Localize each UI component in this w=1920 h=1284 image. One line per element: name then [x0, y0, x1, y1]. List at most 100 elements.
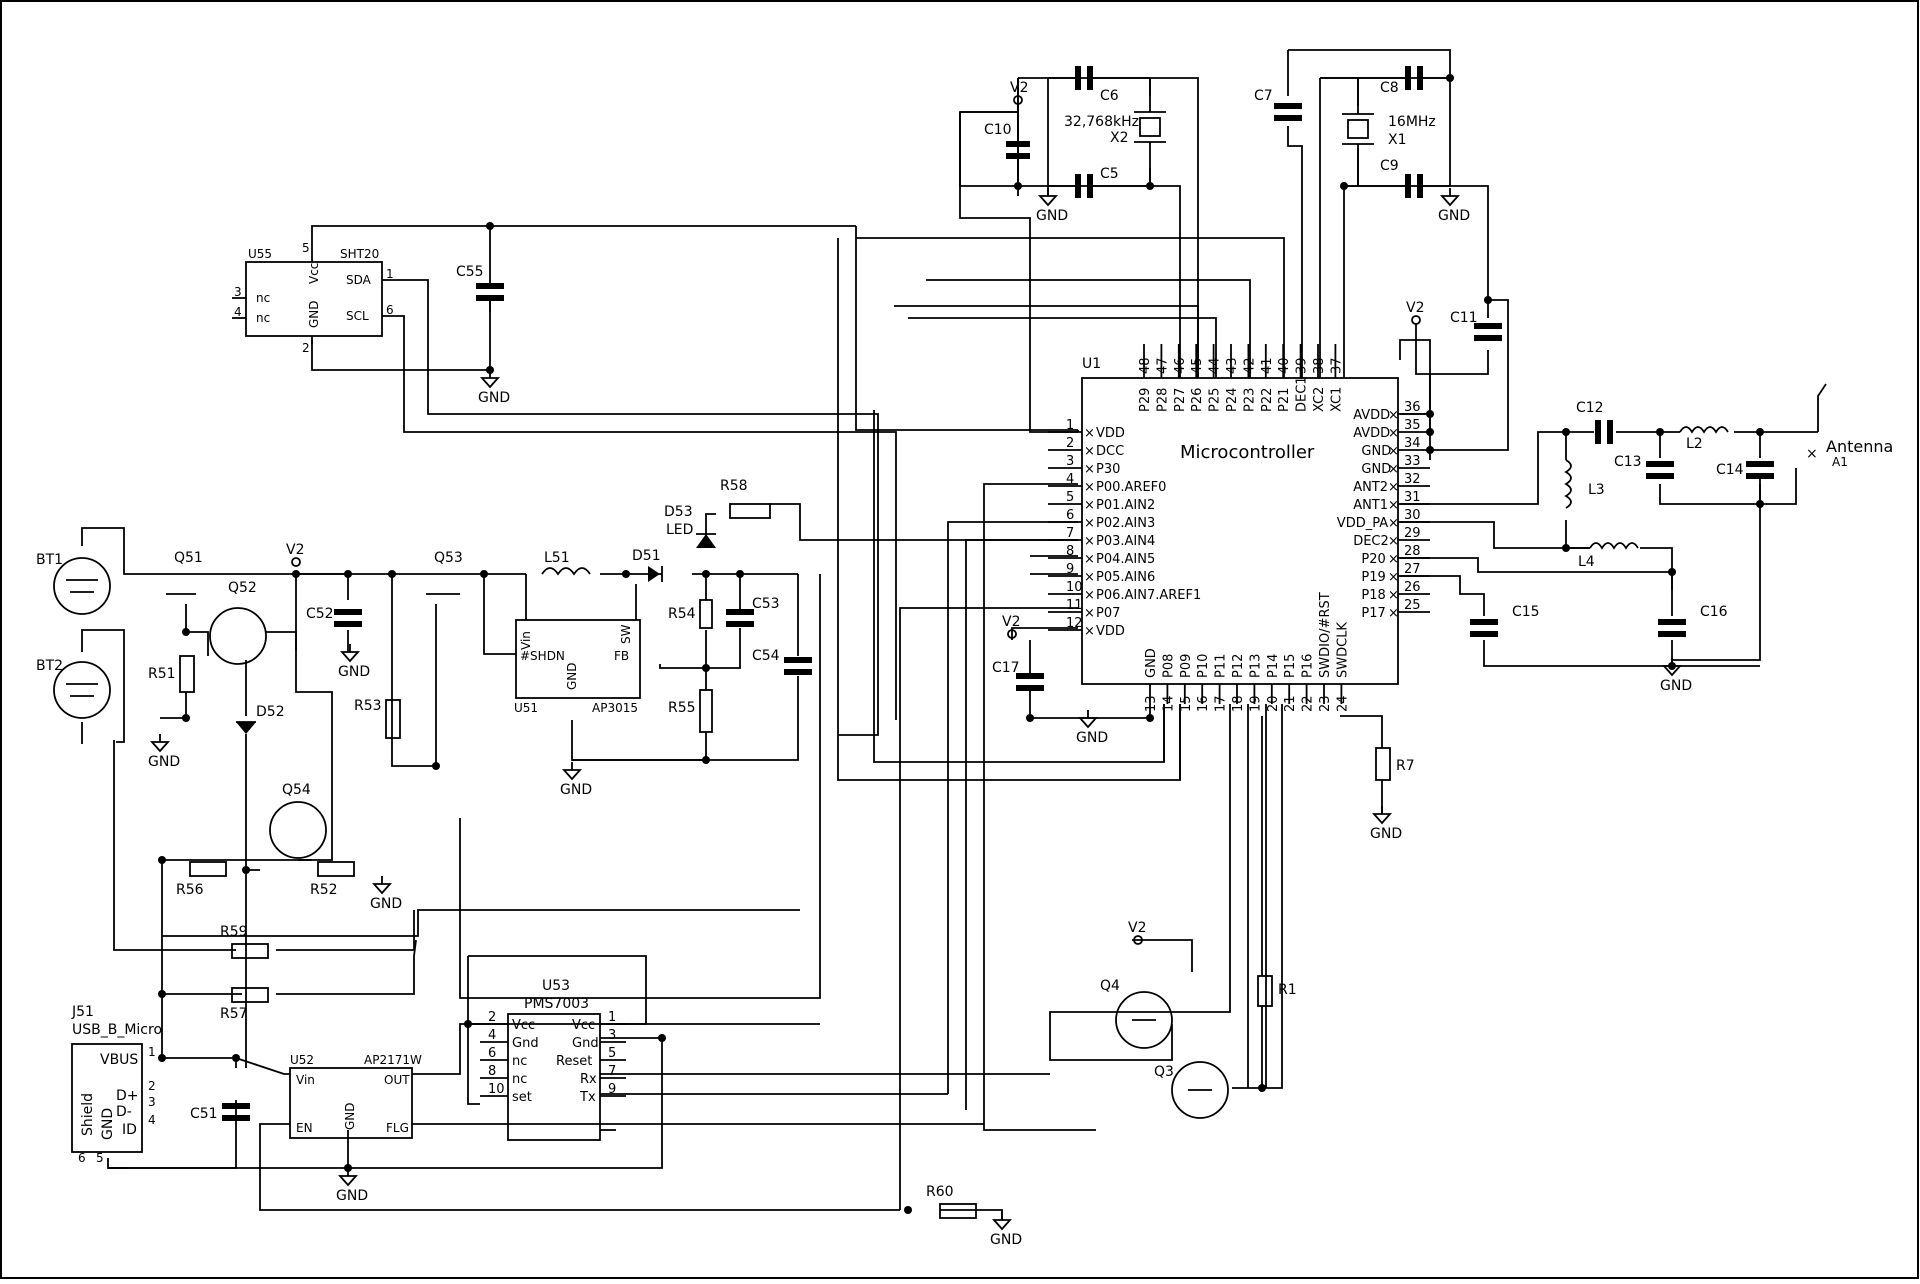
d51-label: D51: [632, 548, 661, 564]
u53-pin-number: 9: [608, 1082, 616, 1097]
mcu-pin-marker: ×: [1084, 534, 1095, 549]
j51-gnd: GND: [100, 1108, 116, 1140]
resistor-r1: R1: [1257, 975, 1297, 1007]
j51-ref: J51: [71, 1004, 94, 1020]
transistor-q54: Q54: [269, 782, 327, 859]
r59-label: R59: [220, 924, 248, 940]
mcu-pin-number: 17: [1214, 695, 1229, 712]
gnd-label: GND: [990, 1232, 1022, 1248]
mcu-pin-name: DEC2: [1353, 534, 1389, 549]
c15-label: C15: [1512, 604, 1540, 620]
c55-label: C55: [456, 264, 484, 280]
mcu-pin-number: 18: [1231, 695, 1246, 712]
mcu-pin-number: 23: [1318, 695, 1333, 712]
u52-part: AP2171W: [364, 1053, 422, 1067]
x1-label: X1: [1388, 132, 1407, 148]
u53-ref: U53: [542, 978, 570, 994]
led-d53: D53 LED: [664, 504, 716, 548]
mcu-pin-number: 42: [1242, 357, 1257, 374]
mcu-pin-name: XC1: [1329, 387, 1344, 412]
u52-ref: U52: [290, 1053, 314, 1067]
gnd-label: GND: [148, 754, 180, 770]
d53-led-label: LED: [666, 522, 693, 538]
mcu-pin-marker: ×: [1084, 606, 1095, 621]
mcu-pin-name: VDD: [1096, 426, 1125, 441]
mcu-pin-name: P02.AIN3: [1096, 516, 1155, 531]
transistor-q53: Q53: [422, 550, 466, 595]
mcu-pin-number: 9: [1066, 562, 1074, 577]
mcu-pin-number: 11: [1066, 598, 1083, 613]
mcu-pin-marker: ×: [1084, 498, 1095, 513]
mcu-pin-number: 4: [1066, 472, 1074, 487]
j51-pin3: 3: [148, 1095, 156, 1109]
r51-label: R51: [148, 666, 176, 682]
mcu-pin-number: 2: [1066, 436, 1074, 451]
mcu-pin-marker: ×: [1388, 498, 1399, 513]
mcu-pin-name: GND: [1361, 444, 1391, 459]
mcu-pin-name: DCC: [1096, 444, 1124, 459]
r1-label: R1: [1278, 982, 1297, 998]
l2-label: L2: [1686, 436, 1703, 452]
u53-part: PMS7003: [524, 996, 589, 1012]
c14-label: C14: [1716, 462, 1744, 478]
mcu-pin-name: P06.AIN7.AREF1: [1096, 588, 1201, 603]
mcu-pin-marker: ×: [1084, 588, 1095, 603]
d53-label: D53: [664, 504, 693, 520]
mcu-pin-marker: ×: [1388, 480, 1399, 495]
d52-label: D52: [256, 704, 285, 720]
mcu-pin-name: AVDD: [1353, 426, 1390, 441]
u53-pin-number: 5: [608, 1046, 616, 1061]
mcu-pin-name: P04.AIN5: [1096, 552, 1155, 567]
u53-pin-name: Vcc: [572, 1018, 595, 1033]
c53-label: C53: [752, 596, 780, 612]
mcu-pin-number: 5: [1066, 490, 1074, 505]
transistor-q52: Q52: [209, 580, 267, 665]
mcu-pin-name: P11: [1214, 654, 1229, 678]
u53-pin-name: set: [512, 1090, 532, 1105]
l51-label: L51: [544, 550, 570, 566]
mcu-pin-name: P20: [1361, 552, 1385, 567]
capacitor-c53: C53: [726, 596, 780, 627]
mcu-pin-marker: ×: [1388, 444, 1399, 459]
v2-label-avdd: V2: [1406, 300, 1424, 316]
u52-en: EN: [296, 1121, 313, 1135]
gnd-label: GND: [370, 896, 402, 912]
u55-pin1: 1: [386, 267, 394, 281]
capacitor-c11: C11 V2: [1406, 300, 1502, 341]
x2-label: X2: [1110, 130, 1129, 146]
r52-label: R52: [310, 882, 338, 898]
u53-pin-name: Tx: [579, 1090, 596, 1105]
x1-value: 16MHz: [1388, 114, 1436, 130]
r7-label: R7: [1396, 758, 1415, 774]
mcu-pin-number: 26: [1404, 580, 1421, 595]
c10-label: C10: [984, 122, 1012, 138]
u55-pin4: 4: [234, 305, 242, 319]
u52-flg: FLG: [386, 1121, 409, 1135]
u53-pin-name: nc: [512, 1072, 527, 1087]
resistor-r7: R7: [1375, 747, 1415, 781]
x2-value: 32,768kHz: [1064, 114, 1139, 130]
mcu-pin-number: 15: [1179, 695, 1194, 712]
crystal-x2-area: C6 C5 32,768kHz X2 C10 V2: [984, 66, 1166, 198]
mcu-pin-number: 7: [1066, 526, 1074, 541]
mcu-pin-number: 24: [1335, 695, 1350, 712]
u53-pin-number: 3: [608, 1028, 616, 1043]
mcu-pin-name: P27: [1173, 388, 1188, 412]
mcu-pin-name: AVDD: [1353, 408, 1390, 423]
mcu-pin-name: XC2: [1312, 387, 1327, 412]
c12-label: C12: [1576, 400, 1604, 416]
mcu-pin-marker: ×: [1388, 588, 1399, 603]
q52-label: Q52: [228, 580, 257, 596]
battery-bt1: BT1: [36, 552, 111, 615]
mcu-pin-number: 1: [1066, 418, 1074, 433]
bt2-label: BT2: [36, 658, 63, 674]
mcu-pin-number: 36: [1404, 400, 1421, 415]
mcu-pin-number: 32: [1404, 472, 1421, 487]
mcu-pin-number: 20: [1266, 695, 1281, 712]
c16-label: C16: [1700, 604, 1728, 620]
l3-label: L3: [1588, 482, 1605, 498]
